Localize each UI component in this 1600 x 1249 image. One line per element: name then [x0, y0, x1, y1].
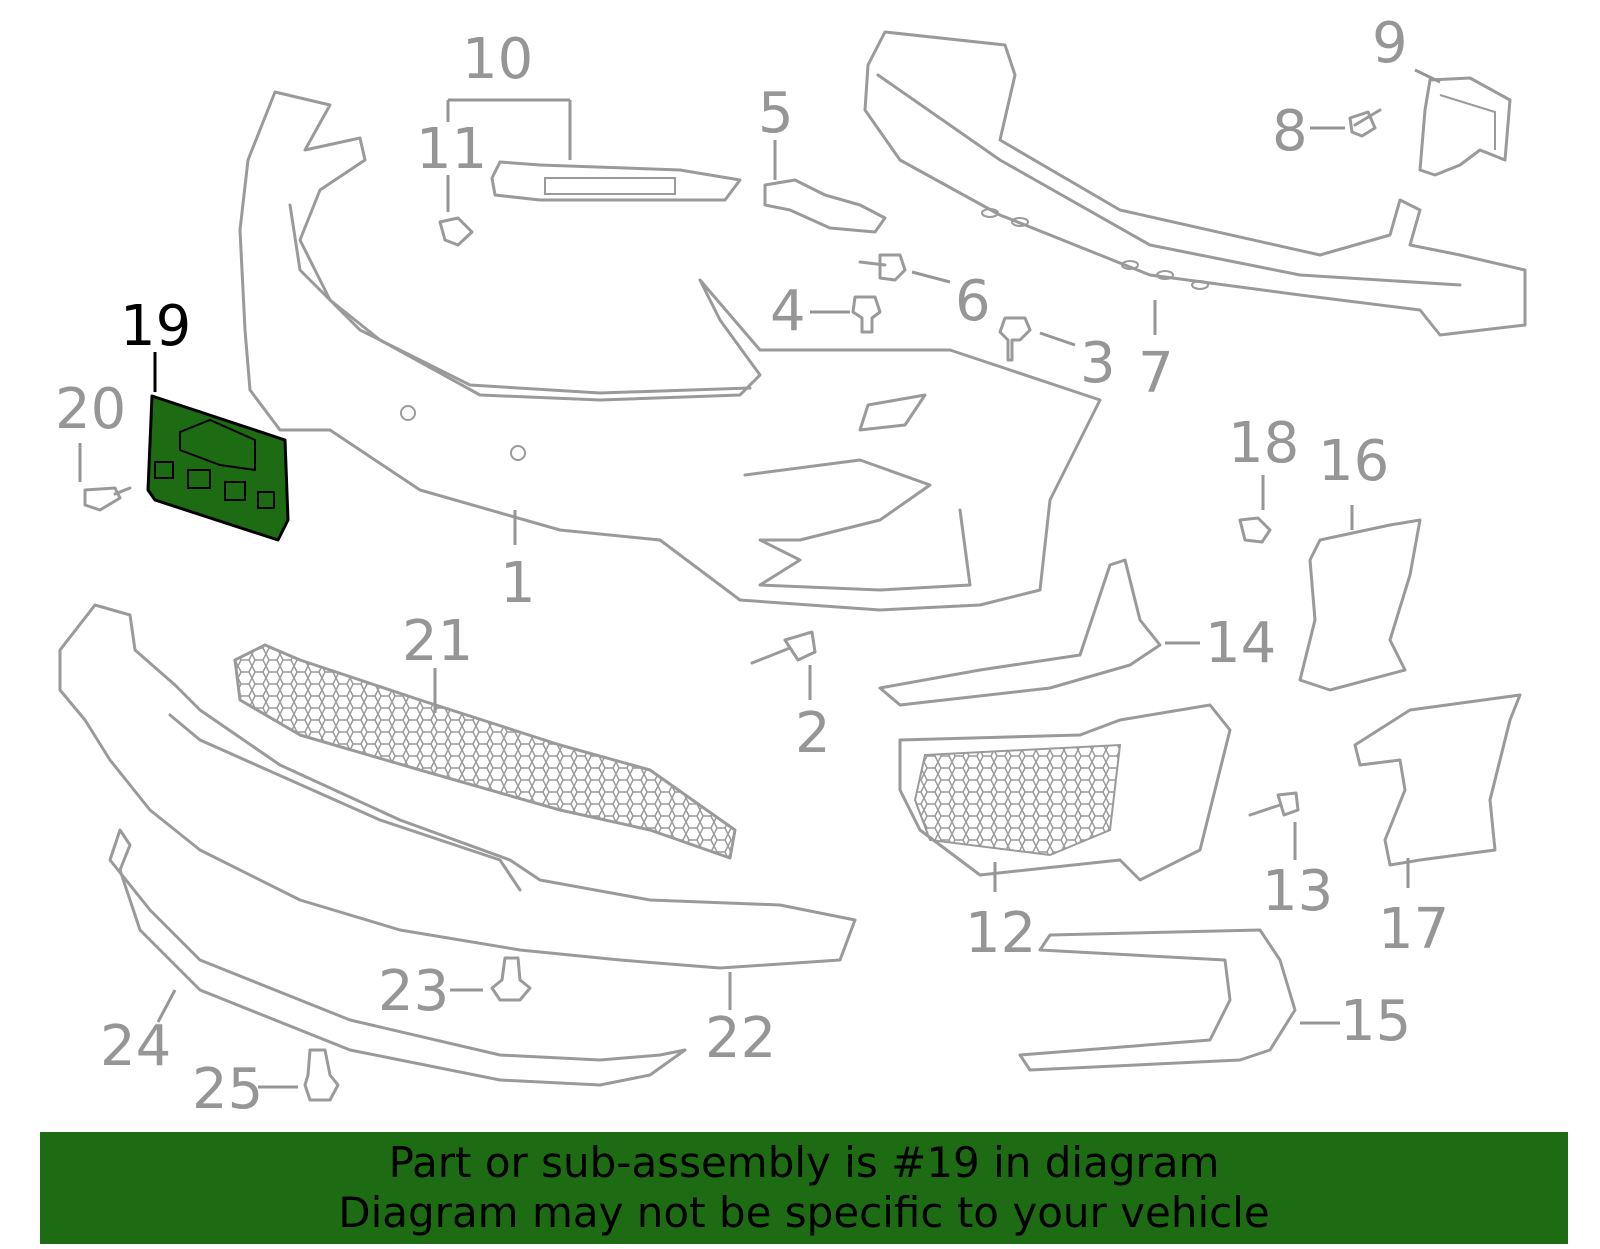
front-lip-part: [108, 828, 687, 1087]
callout-1: 1: [500, 551, 536, 616]
callout-16: 16: [1318, 429, 1389, 494]
callout-20: 20: [55, 377, 126, 442]
side-support-lower-part: [1353, 693, 1522, 867]
leader-lines: [78, 68, 1441, 1089]
callout-8: 8: [1272, 99, 1308, 164]
bolt-6-part: [858, 253, 907, 282]
side-support-upper-part: [1298, 518, 1422, 692]
energy-absorber-part: [490, 160, 742, 202]
bolt-13-part: [1248, 791, 1300, 817]
callout-25: 25: [192, 1057, 263, 1122]
license-plate-bracket-part: [146, 394, 290, 542]
callout-3: 3: [1080, 331, 1116, 396]
banner-line-disclaimer: Diagram may not be specific to your vehi…: [338, 1188, 1270, 1237]
side-bracket-part: [1418, 76, 1512, 177]
callout-14: 14: [1205, 611, 1276, 676]
bumper-cover-part: [238, 90, 1102, 612]
callout-6: 6: [955, 269, 991, 334]
clip-20-part: [83, 486, 132, 512]
callout-13: 13: [1262, 859, 1333, 924]
callout-2: 2: [795, 701, 831, 766]
callout-7: 7: [1138, 341, 1174, 406]
bumper-reinforcement-part: [863, 30, 1527, 337]
trim-strip-part: [878, 558, 1162, 707]
clip-4-part: [851, 295, 882, 334]
bolt-8-part: [1348, 108, 1382, 138]
fasteners: [83, 108, 1382, 1102]
clip-23-part: [490, 956, 532, 1002]
callout-4: 4: [770, 279, 806, 344]
callout-10: 10: [462, 27, 533, 92]
callout-15: 15: [1340, 989, 1411, 1054]
callout-22: 22: [705, 1006, 776, 1071]
callout-5: 5: [758, 81, 794, 146]
bolt-2-part: [750, 630, 817, 665]
callout-18: 18: [1228, 411, 1299, 476]
guide-bracket-part: [763, 178, 887, 234]
callout-24: 24: [100, 1014, 171, 1079]
callout-21: 21: [402, 609, 473, 674]
callout-19: 19: [120, 294, 191, 359]
retainer-clip-part: [438, 216, 474, 247]
callout-12: 12: [965, 901, 1036, 966]
lower-grille-part: [233, 643, 737, 860]
fog-lamp-housing-part: [898, 703, 1232, 882]
parts-diagram: 1 2 3 4 5 6 7 8 9 10 11 12 13 14 15 16 1…: [55, 11, 1527, 1122]
callout-labels: 1 2 3 4 5 6 7 8 9 10 11 12 13 14 15 16 1…: [55, 11, 1449, 1122]
info-banner: Part or sub-assembly is #19 in diagram D…: [40, 1132, 1568, 1244]
fog-bezel-part: [1018, 928, 1297, 1072]
callout-23: 23: [378, 959, 449, 1024]
bolt-3-part: [998, 316, 1032, 362]
banner-line-part-number: Part or sub-assembly is #19 in diagram: [388, 1138, 1220, 1187]
clip-18-part: [1238, 516, 1272, 544]
callout-17: 17: [1378, 897, 1449, 962]
callout-9: 9: [1372, 11, 1408, 76]
lower-fascia-part: [58, 603, 857, 970]
callout-11: 11: [416, 117, 487, 182]
clip-25-part: [303, 1048, 340, 1102]
